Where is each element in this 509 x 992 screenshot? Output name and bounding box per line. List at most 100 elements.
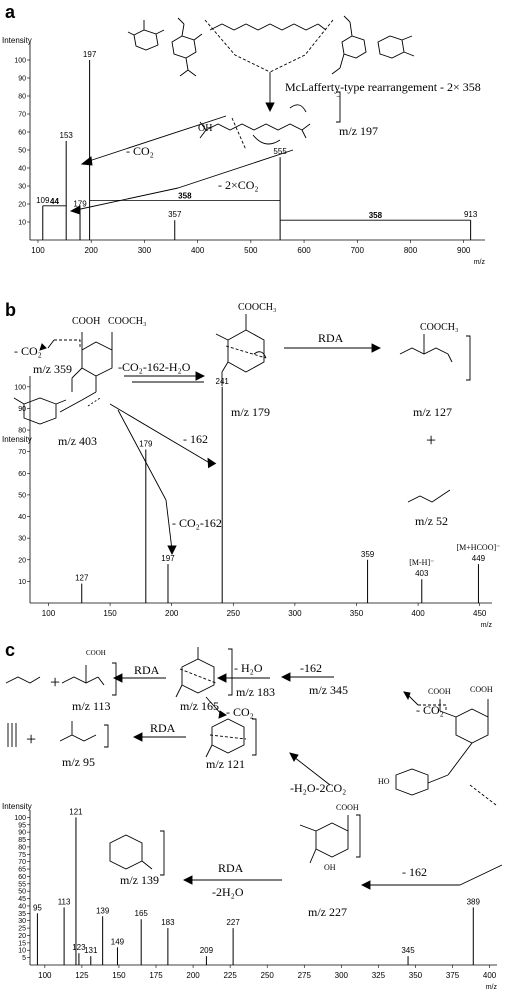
y-tick-label-c: 90 xyxy=(18,830,26,837)
peak-label-c-209: 209 xyxy=(200,946,214,955)
peak-label-a-153: 153 xyxy=(60,131,74,140)
annotation-mclafferty: McLafferty-type rearrangement - 2× 358 xyxy=(285,80,481,94)
x-tick-label-a: 200 xyxy=(85,246,99,255)
annotation-mz403-b: m/z 403 xyxy=(58,434,97,448)
y-tick-label-b: 100 xyxy=(14,384,26,391)
peak-label-a-197: 197 xyxy=(83,50,97,59)
x-tick-label-b: 350 xyxy=(350,609,364,618)
y-tick-label-c: 5 xyxy=(22,955,26,962)
x-tick-label-c: 175 xyxy=(149,971,163,980)
y-tick-label-c: 100 xyxy=(14,815,26,822)
panel-label-c: c xyxy=(5,640,16,660)
bracket-label-a-0: 44 xyxy=(50,197,59,206)
y-tick-label-a: 100 xyxy=(14,58,26,65)
panel-b: b Intensity xyxy=(0,300,509,630)
panel-label-a: a xyxy=(5,2,16,22)
annotation-mz165-c: m/z 165 xyxy=(180,699,219,713)
y-axis-label-b: Intensity xyxy=(2,435,32,444)
annotation-cooh1-c: COOH xyxy=(86,649,106,657)
peak-annotation-b-403: [M-H]⁻ xyxy=(409,558,434,567)
y-tick-label-c: 60 xyxy=(18,874,26,881)
annotation-cooch3-b1: COOCH₃ xyxy=(108,316,147,327)
x-tick-label-a: 600 xyxy=(297,246,311,255)
annotation-ho-c: HO xyxy=(378,777,390,786)
peak-label-c-345: 345 xyxy=(401,946,415,955)
y-tick-label-c: 95 xyxy=(18,822,26,829)
y-tick-label-b: 90 xyxy=(18,406,26,413)
peak-label-c-183: 183 xyxy=(161,918,175,927)
annotation-minus-2h2o-c: -2H₂O xyxy=(212,885,244,899)
peak-label-a-913: 913 xyxy=(464,210,478,219)
y-tick-label-c: 55 xyxy=(18,881,26,888)
y-tick-label-b: 70 xyxy=(18,449,26,456)
x-tick-label-a: 900 xyxy=(457,246,471,255)
bracket-label-a-2: 358 xyxy=(369,211,383,220)
peak-annotation-b-449: [M+HCOO]⁻ xyxy=(457,543,501,552)
annotation-rda2-c: RDA xyxy=(150,721,176,735)
annotation-plus1-c: + xyxy=(50,672,61,692)
annotation-rda3-c: RDA xyxy=(218,861,244,875)
annotation-minus162-c: -162 xyxy=(300,661,322,675)
annotation-mz113-c: m/z 113 xyxy=(72,699,111,713)
panel-label-b: b xyxy=(5,300,16,320)
peak-label-a-179: 179 xyxy=(73,199,87,208)
x-tick-label-a: 500 xyxy=(244,246,258,255)
y-tick-label-b: 20 xyxy=(18,557,26,564)
peak-label-b-359: 359 xyxy=(361,550,375,559)
x-tick-label-a: 100 xyxy=(31,246,45,255)
annotation-cooch3-b3: COOCH₃ xyxy=(420,322,459,333)
peak-label-b-403: 403 xyxy=(415,569,429,578)
annotation-cooh3-c: COOH xyxy=(428,687,451,696)
annotation-minus-h2o-c: - H₂O xyxy=(234,661,263,675)
x-tick-label-c: 150 xyxy=(112,971,126,980)
y-tick-label-c: 35 xyxy=(18,911,26,918)
y-tick-label-a: 70 xyxy=(18,112,26,119)
annotation-minus-co2b-c: - CO₂ xyxy=(226,705,254,719)
annotation-minus-co2-a: - CO₂ xyxy=(126,144,154,158)
y-tick-label-a: 60 xyxy=(18,130,26,137)
y-tick-label-c: 30 xyxy=(18,918,26,925)
annotation-cooh-a: OH xyxy=(198,123,213,134)
annotation-co2-162-h2o: -CO₂-162-H₂O xyxy=(118,360,191,374)
x-tick-label-c: 350 xyxy=(409,971,423,980)
annotation-cooh-b: COOH xyxy=(72,316,101,327)
annotation-minus-2co2-a: - 2×CO₂ xyxy=(218,178,259,192)
peak-label-c-139: 139 xyxy=(96,906,110,915)
y-tick-label-c: 45 xyxy=(18,896,26,903)
annotation-minus-co2-b: - CO₂ xyxy=(14,344,42,358)
annotation-mz183-c: m/z 183 xyxy=(236,685,275,699)
x-axis-label-c: m/z xyxy=(486,984,498,991)
y-tick-label-c: 85 xyxy=(18,837,26,844)
x-tick-label-c: 225 xyxy=(223,971,237,980)
annotation-minus162b-c: - 162 xyxy=(402,865,427,879)
annotation-cooch3-b2: COOCH₃ xyxy=(238,302,277,313)
annotation-cooh4-c: COOH xyxy=(336,803,359,812)
peak-label-c-389: 389 xyxy=(467,897,481,906)
panel-a: a Intensity xyxy=(0,0,509,290)
y-tick-label-b: 60 xyxy=(18,471,26,478)
peak-label-b-449: 449 xyxy=(472,554,486,563)
y-tick-label-c: 70 xyxy=(18,859,26,866)
y-tick-label-b: 30 xyxy=(18,536,26,543)
x-tick-label-c: 100 xyxy=(38,971,52,980)
y-tick-label-c: 80 xyxy=(18,844,26,851)
annotation-co2-162-b: - CO₂-162 xyxy=(172,516,222,530)
x-tick-label-a: 300 xyxy=(138,246,152,255)
chart-c: 5101520253035404550556065707580859095100… xyxy=(14,807,498,991)
x-tick-label-c: 325 xyxy=(372,971,386,980)
peak-label-c-113: 113 xyxy=(58,897,71,906)
structure-drawing-c xyxy=(5,647,503,890)
x-tick-label-a: 400 xyxy=(191,246,205,255)
y-tick-label-a: 40 xyxy=(18,166,26,173)
x-tick-label-c: 400 xyxy=(483,971,497,980)
annotation-rda-b: RDA xyxy=(318,331,344,345)
x-tick-label-c: 250 xyxy=(261,971,275,980)
annotation-minus-co2-c: - CO₂ xyxy=(416,703,444,717)
peak-label-b-197: 197 xyxy=(161,554,175,563)
y-tick-label-a: 20 xyxy=(18,202,26,209)
x-tick-label-c: 375 xyxy=(446,971,460,980)
y-tick-label-a: 30 xyxy=(18,184,26,191)
annotation-mz139-c: m/z 139 xyxy=(120,873,159,887)
x-tick-label-c: 125 xyxy=(75,971,89,980)
y-tick-label-a: 50 xyxy=(18,148,26,155)
